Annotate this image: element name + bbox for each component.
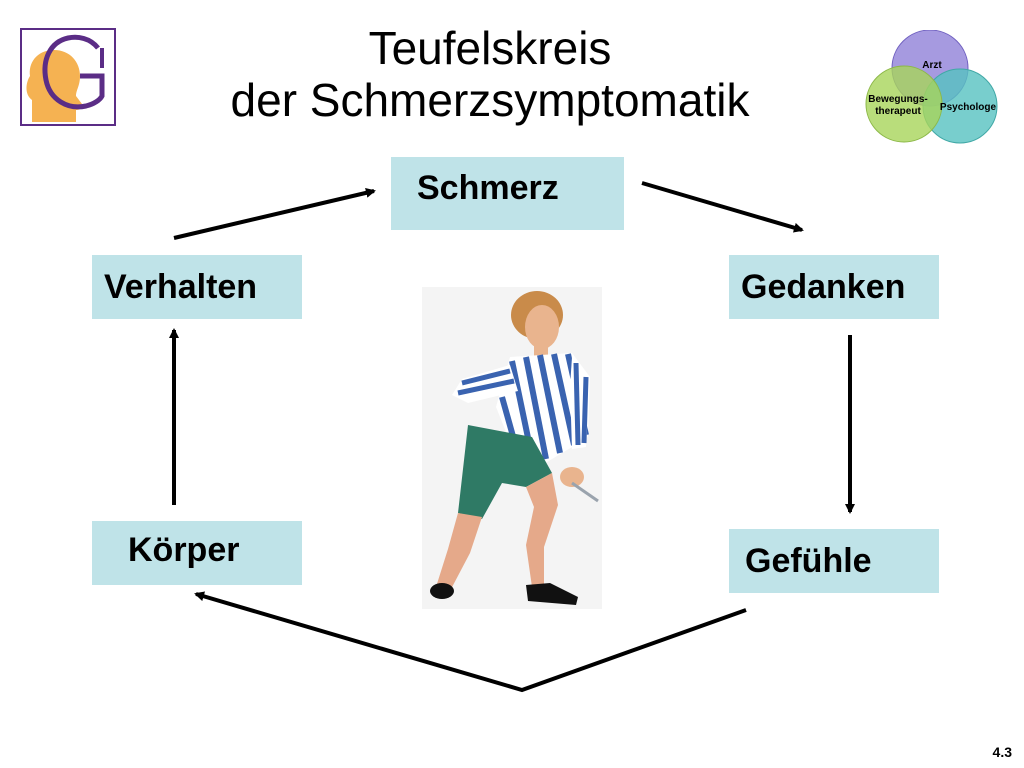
box-gedanken: Gedanken (729, 255, 939, 319)
woman-in-pain-illustration (422, 287, 602, 609)
box-verhalten-label: Verhalten (104, 267, 258, 306)
venn-label-arzt: Arzt (922, 60, 942, 71)
title-line-2: der Schmerzsymptomatik (230, 74, 750, 126)
page-number: 4.3 (992, 744, 1012, 760)
venn-label-therapeut-1: Bewegungs- (868, 94, 927, 105)
arrow-verhalten-to-schmerz (173, 187, 376, 240)
box-schmerz: Schmerz (391, 157, 624, 230)
box-koerper: Körper (92, 521, 302, 585)
box-koerper-label: Körper (128, 531, 240, 569)
box-schmerz-label: Schmerz (417, 169, 559, 207)
box-gedanken-label: Gedanken (741, 267, 906, 306)
venn-circle-therapeut (865, 65, 943, 143)
box-verhalten: Verhalten (92, 255, 302, 319)
box-gefuehle: Gefühle (729, 529, 939, 593)
venn-label-psychologe: Psychologe (940, 102, 997, 113)
venn-label-therapeut-2: therapeut (875, 106, 921, 117)
box-gefuehle-label: Gefühle (745, 541, 872, 580)
g-logo (20, 28, 116, 126)
venn-diagram: Arzt Bewegungs- therapeut Psychologe (862, 29, 1004, 148)
slide-title: Teufelskreis der Schmerzsymptomatik (150, 22, 830, 126)
arrow-schmerz-to-gedanken (641, 181, 804, 233)
title-line-1: Teufelskreis (368, 22, 612, 74)
